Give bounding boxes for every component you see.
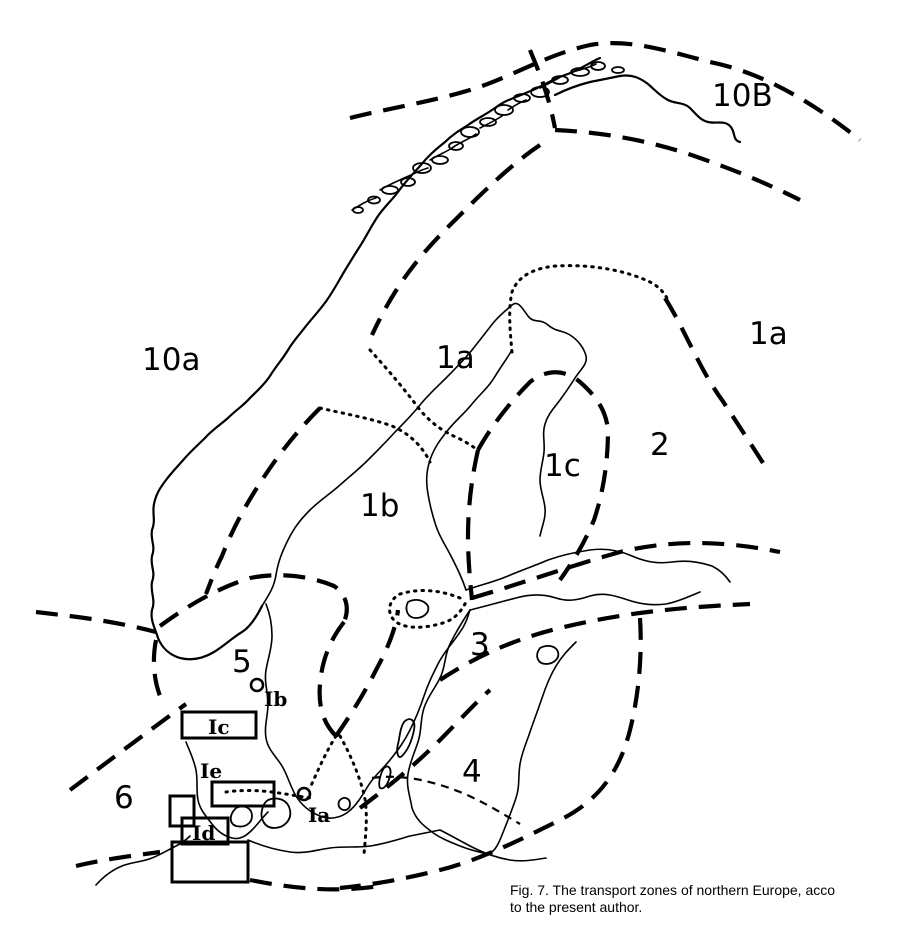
boundary-5-north [158,573,349,628]
boundary-1b-1c [465,449,481,601]
box-id [180,816,230,846]
boundary-10a-1a [370,143,542,336]
funen-island [229,805,253,828]
label-sub-ie: Ie [200,759,222,783]
kola-coast [553,74,742,144]
boundary-4-west [358,688,492,810]
marker-ia [296,786,312,802]
boundary-5-west [151,639,162,697]
label-zone-4: 4 [462,754,482,790]
dotted-1a-east-arc [508,264,670,354]
baltic-east-coast [406,609,577,855]
jutland-coast [185,741,269,840]
dotted-1a-1b-west [368,348,480,452]
saaremaa-island [536,645,560,665]
boundary-3-west [334,609,401,738]
label-zone-1a-west: 1a [436,340,475,376]
marker-ib [249,677,265,693]
dotted-sweden-south [308,734,338,790]
box-ie [210,780,276,808]
gulf-finland-south [469,591,701,611]
dotted-1b-north [318,406,432,464]
label-zone-5: 5 [232,644,252,680]
boundary-10b-south [349,41,862,142]
bornholm-island [337,797,351,811]
sweden-south-coast [264,603,471,819]
label-zone-2: 2 [650,427,670,463]
boundary-3-east [438,601,751,682]
gotland-island [396,718,416,758]
bothnia-west-coast [261,302,588,607]
boundary-10a-1b [204,406,322,595]
scandinavia-west-coast [150,56,602,661]
caption-line-2: to the present author. [510,899,643,915]
boundary-3-north [471,540,781,601]
label-zone-10b: 10B [712,78,773,114]
label-zone-6: 6 [114,780,134,816]
label-sub-ic: Ic [208,715,230,739]
boundary-10b-inner [528,49,558,129]
boundary-5-east [317,620,346,738]
caption-line-1: Fig. 7. The transport zones of northern … [510,882,836,898]
label-zone-1c: 1c [544,448,581,484]
figure-caption: Fig. 7. The transport zones of northern … [510,882,912,916]
boundary-6-10a [35,609,157,635]
boundary-6-diagonal [68,702,188,792]
label-zone-1a-east: 1a [749,316,788,352]
label-zone-1b: 1b [360,488,399,524]
box-ic [180,710,258,740]
label-zone-10a: 10a [142,342,200,378]
boundary-1c-ring [476,370,611,582]
label-sub-id: Id [192,821,215,845]
gulf-finland-north [465,548,731,591]
label-sub-ia: Ia [308,803,330,827]
boundary-10b-lower [554,127,801,202]
germany-baltic-coast [247,829,441,854]
boundary-south-baltic [249,877,381,892]
dotted-baltic-south [338,734,368,856]
boundary-thin-4 [371,775,521,825]
label-zone-3: 3 [470,627,490,663]
arctic-islands [352,61,625,214]
label-sub-ib: Ib [264,687,287,711]
box-id-lower [170,840,250,884]
boundary-4-east [339,617,643,891]
aland-islands [405,599,430,619]
boundary-continent [75,849,161,869]
boundary-1a-east [663,296,767,468]
finland-west-coast [425,349,513,591]
poland-coast [439,829,547,862]
